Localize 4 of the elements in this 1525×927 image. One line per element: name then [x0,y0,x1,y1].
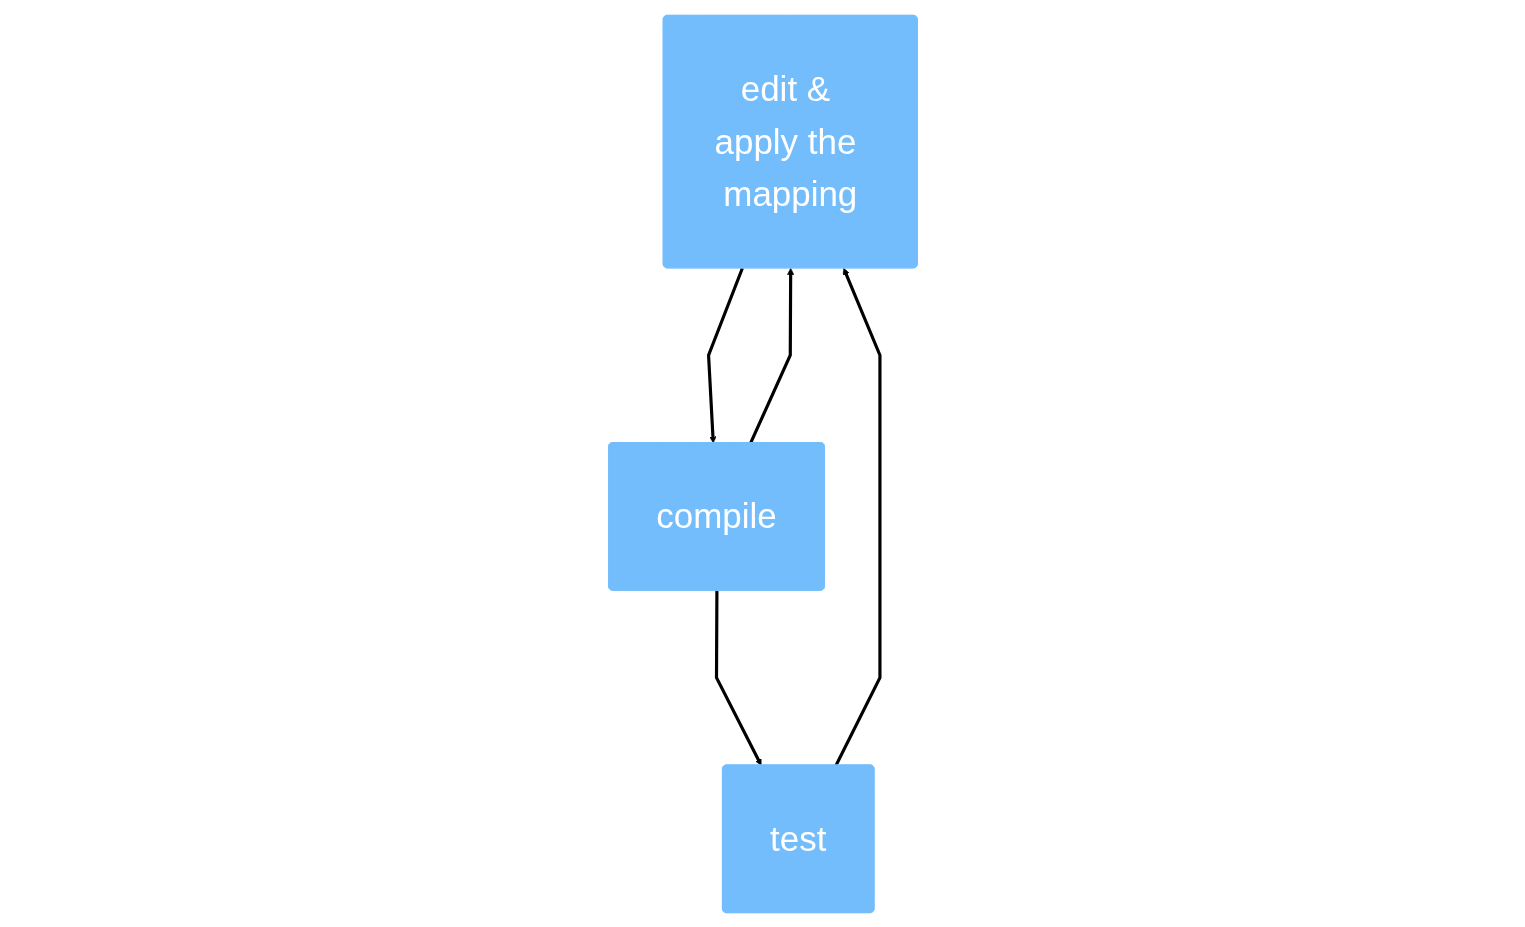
arrow [714,590,761,766]
arrow [834,267,882,766]
arrow [748,267,794,444]
arrow [706,267,744,443]
